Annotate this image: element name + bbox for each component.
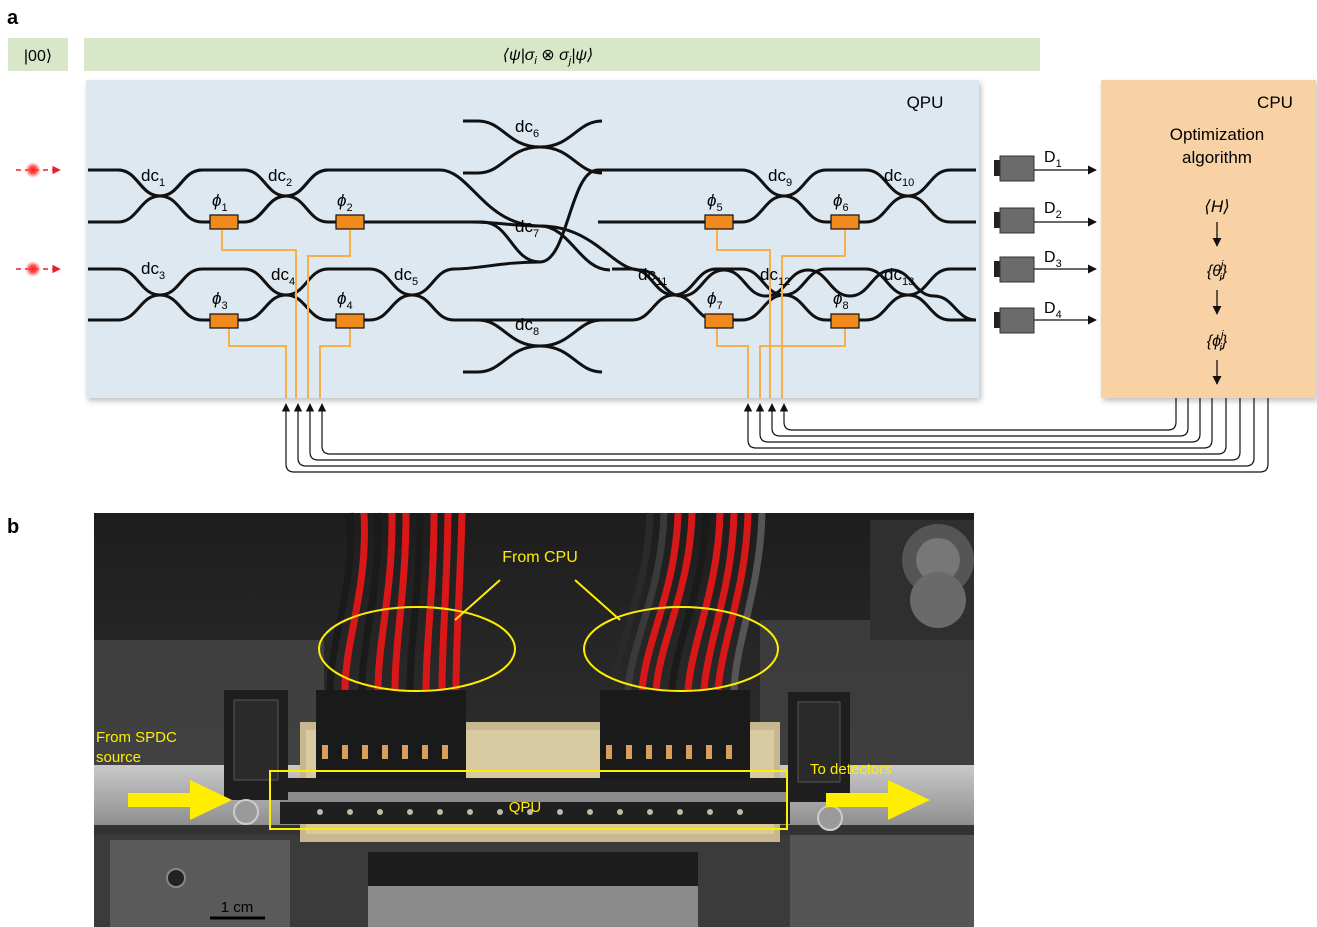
coupler-label-5: dc5 [394, 265, 418, 288]
coupler-label-2: dc2 [268, 166, 292, 189]
from-cpu-label: From CPU [502, 549, 578, 566]
detector-4: D4 [994, 300, 1097, 334]
algorithm-line-1: Optimization [1170, 125, 1264, 144]
coupler-label-9: dc9 [768, 166, 792, 189]
hamiltonian-expectation: ⟨H⟩ [1204, 197, 1230, 216]
phase-shifter-4 [335, 313, 365, 329]
coupler-label-12: dc12 [760, 265, 790, 288]
coupler-label-13: dc13 [884, 265, 914, 288]
coupler-label-10: dc10 [884, 166, 914, 189]
wire-bundle-right-ellipse [583, 606, 779, 692]
photon-input-1 [16, 162, 61, 178]
coupler-labels: dc1 dc2 dc3 dc4 dc5 dc6 dc7 dc8 dc9 dc10… [141, 117, 914, 338]
initial-state-box [8, 38, 68, 71]
phase-shifter-5 [704, 214, 734, 230]
coupler-label-8: dc8 [515, 315, 539, 338]
phase-shifter-3 [209, 313, 239, 329]
qpu-highlight-box [269, 770, 788, 830]
panel-b-label: b [7, 516, 19, 538]
waveguide-dc6 [463, 119, 603, 175]
qpu-label: QPU [907, 93, 944, 112]
detector-label-2: D2 [1044, 200, 1062, 221]
scale-bar-label: 1 cm [221, 899, 254, 916]
phase-label-2: ϕ2 [337, 191, 353, 214]
expectation-bar [84, 38, 1040, 71]
phase-shifter-6 [830, 214, 860, 230]
to-detectors-label: To detectors [810, 761, 892, 778]
detector-2: D2 [994, 200, 1097, 234]
initial-state: |00⟩ [24, 48, 52, 65]
waveguide-row-2 [88, 168, 976, 272]
phase-label-7: ϕ7 [707, 289, 723, 312]
waveguide-dc8 [463, 318, 603, 374]
photo-annotations: From CPU From SPDC source To detectors Q… [96, 549, 930, 920]
coupler-label-6: dc6 [515, 117, 539, 140]
from-cpu-pointer-right [574, 579, 621, 621]
coupler-label-4: dc4 [271, 265, 295, 288]
phase-shifter-2 [335, 214, 365, 230]
waveguide-row-1 [88, 168, 976, 264]
feedback-wires [281, 398, 1269, 473]
phase-label-4: ϕ4 [337, 289, 353, 312]
phase-label-8: ϕ8 [833, 289, 849, 312]
from-cpu-pointer-left [454, 579, 501, 621]
cpu-box [1101, 80, 1316, 398]
phase-labels: ϕ1 ϕ2 ϕ3 ϕ4 ϕ5 ϕ6 ϕ7 ϕ8 [212, 191, 849, 312]
detector-3: D3 [994, 249, 1097, 283]
chip-photograph [94, 512, 974, 927]
expectation-value: ⟨ψ|σi ⊗ σj|ψ⟩ [503, 47, 594, 67]
phase-label-3: ϕ3 [212, 289, 228, 312]
phase-shifter-1 [209, 214, 239, 230]
waveguide-mode-1 [88, 168, 977, 322]
detector-label-1: D1 [1044, 149, 1062, 170]
coupler-label-3: dc3 [141, 259, 165, 282]
source-arrow [128, 780, 232, 820]
detector-label-4: D4 [1044, 300, 1062, 321]
cpu-label: CPU [1257, 93, 1293, 112]
wire-bundle-left-ellipse [318, 606, 516, 692]
heater-lines [221, 230, 846, 398]
phase-label-5: ϕ5 [707, 191, 723, 214]
detector-label-3: D3 [1044, 249, 1062, 270]
algorithm-line-2: algorithm [1182, 148, 1252, 167]
phase-shifter-8 [830, 313, 860, 329]
coupler-label-1: dc1 [141, 166, 165, 189]
phase-label-6: ϕ6 [833, 191, 849, 214]
phase-shifter-7 [704, 313, 734, 329]
photon-input-2 [16, 261, 61, 277]
detector-1: D1 [994, 149, 1097, 182]
panel-a-label: a [7, 7, 19, 29]
chip-label: QPU [509, 799, 542, 816]
detectors: D1 D2 D3 D4 [994, 149, 1097, 334]
phase-shifters [209, 214, 860, 329]
coupler-label-7: dc7 [515, 217, 539, 240]
from-source-line-2: source [96, 749, 141, 766]
coupler-label-11: dc11 [638, 265, 667, 288]
detector-arrow [826, 780, 930, 820]
from-source-line-1: From SPDC [96, 729, 177, 746]
phase-label-1: ϕ1 [212, 191, 228, 214]
